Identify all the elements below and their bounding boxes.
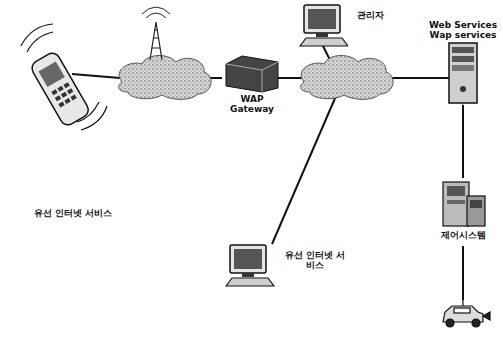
user-pc: 유선 인터넷 서비스 [224, 242, 354, 292]
node-label: 제어시스템 [433, 230, 493, 240]
antenna-tower [142, 7, 170, 60]
web-server: Web Services Wap services [425, 20, 501, 105]
network-link [463, 105, 464, 178]
node-icon [222, 52, 282, 94]
admin-pc: 관리자 [298, 2, 388, 48]
node-icon [446, 41, 480, 105]
node-label: 유선 인터넷 서비스 [8, 208, 138, 218]
node-icon [13, 22, 133, 208]
node-icon [224, 242, 280, 292]
node-label: Web Services Wap services [425, 20, 501, 41]
node-label: 유선 인터넷 서비스 [284, 250, 346, 271]
mobile-phone: 유선 인터넷 서비스 [8, 22, 138, 218]
car-icon [443, 300, 490, 327]
node-icon [298, 2, 348, 48]
network-cloud [119, 56, 393, 100]
node-icon [439, 178, 487, 230]
control-system: 제어시스템 [433, 178, 493, 240]
node-label: WAP Gateway [217, 94, 287, 115]
wap-gateway: WAP Gateway [218, 52, 286, 115]
node-label: 관리자 [352, 10, 388, 20]
